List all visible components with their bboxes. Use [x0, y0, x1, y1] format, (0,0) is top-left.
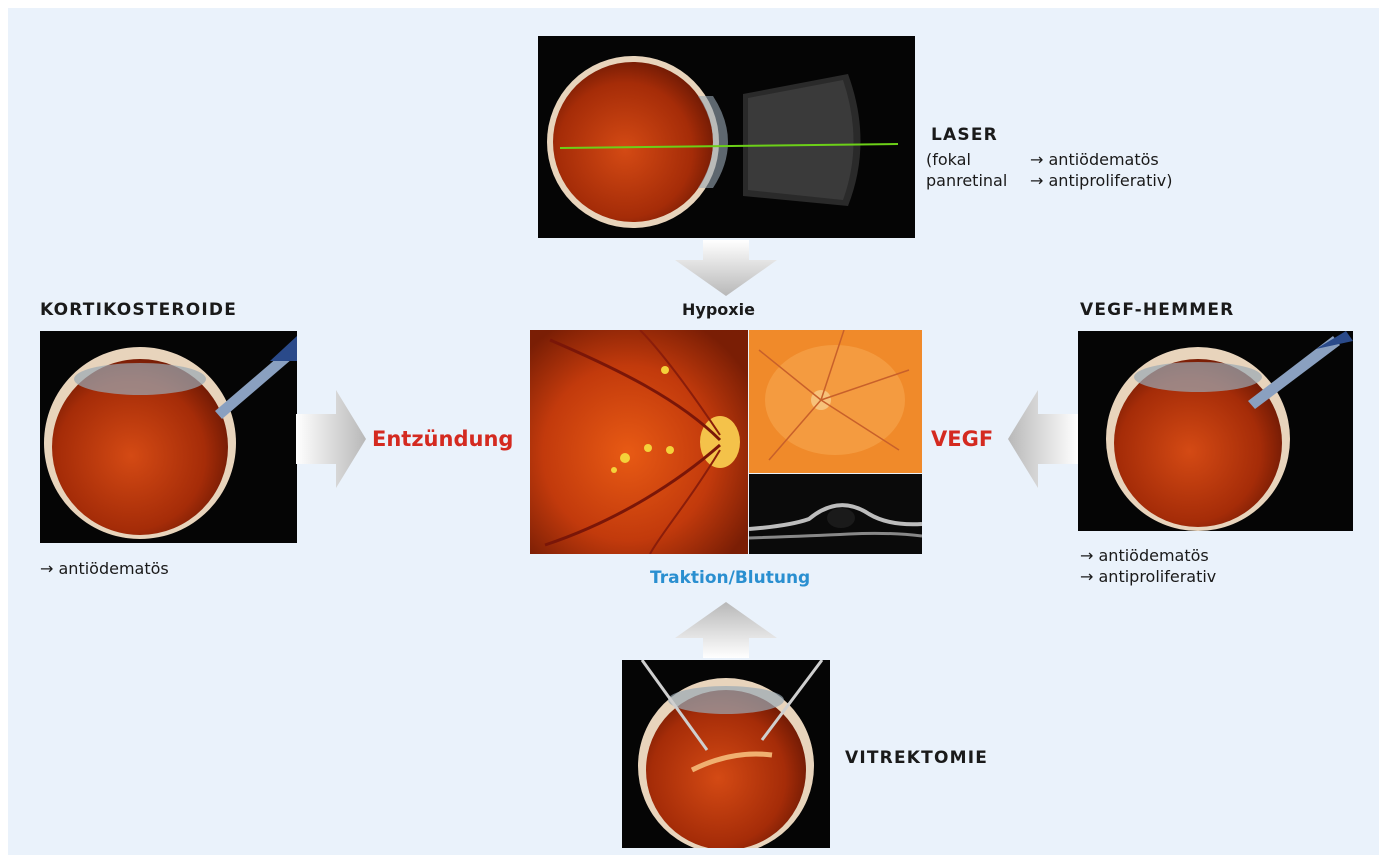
laser-effects: (fokal→ antiödematös panretinal→ antipro… [926, 149, 1173, 191]
vegf-effect-item: → antiödematös [1080, 545, 1216, 566]
fundus-image [530, 330, 748, 554]
laser-heading: LASER [931, 125, 998, 145]
vegf-injection-eye-image [1078, 331, 1353, 531]
laser-row-left: panretinal [926, 170, 1030, 191]
arrow-up-icon [675, 602, 777, 658]
vegf-effect-item: → antiproliferativ [1080, 566, 1216, 587]
arrow-left-icon [1008, 390, 1078, 488]
laser-eye-image [538, 36, 915, 238]
hypoxie-label: Hypoxie [682, 300, 755, 319]
laser-row-panretinal: panretinal→ antiproliferativ) [926, 170, 1173, 191]
laser-row-left: (fokal [926, 149, 1030, 170]
laser-row-right: → antiproliferativ) [1030, 171, 1173, 190]
vitrektomie-heading: VITREKTOMIE [845, 748, 988, 768]
arrow-right-icon [296, 390, 366, 488]
steroid-injection-eye-image [40, 331, 297, 543]
laser-row-right: → antiödematös [1030, 150, 1159, 169]
vitrectomy-eye-image [622, 660, 830, 848]
vegf-label: VEGF [931, 427, 993, 451]
vegf-hemmer-effects: → antiödematös → antiproliferativ [1080, 545, 1216, 587]
kortikosteroide-heading: KORTIKOSTEROIDE [40, 300, 237, 320]
oct-scan-image [749, 474, 922, 554]
vegf-hemmer-heading: VEGF-HEMMER [1080, 300, 1234, 320]
traktion-blutung-label: Traktion/Blutung [650, 568, 810, 588]
fundus-photo-image [749, 330, 922, 473]
laser-row-focal: (fokal→ antiödematös [926, 149, 1173, 170]
entzuendung-label: Entzündung [372, 427, 513, 451]
arrow-down-icon [675, 240, 777, 296]
kortikosteroide-effect: → antiödematös [40, 558, 169, 579]
